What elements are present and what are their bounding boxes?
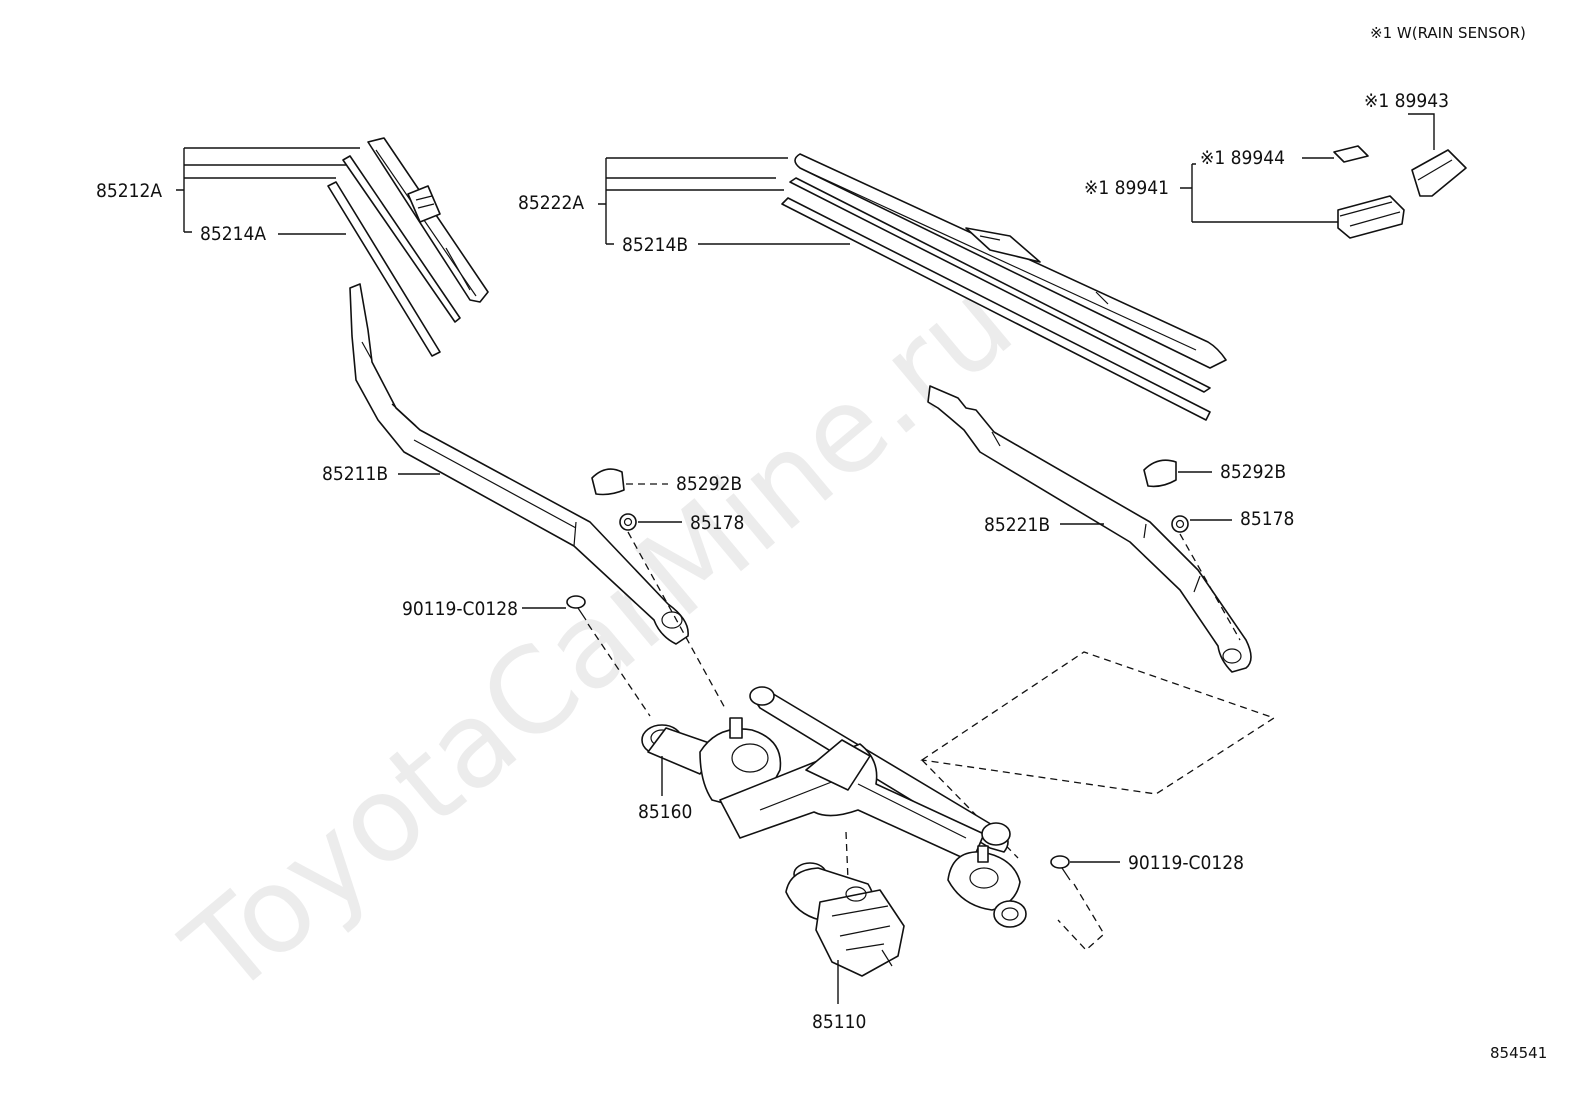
label-85160: 85160: [638, 801, 692, 823]
label-89943: ※1 89943: [1364, 90, 1449, 112]
label-85110: 85110: [812, 1011, 866, 1033]
sensor-cover-89943[interactable]: [1411, 149, 1467, 197]
label-90119-right: 90119-C0128: [1128, 852, 1244, 874]
bolt-90119-right[interactable]: [1050, 855, 1071, 881]
cap-85292B-left[interactable]: [591, 468, 625, 496]
label-90119-left: 90119-C0128: [402, 598, 518, 620]
bolt-90119-left[interactable]: [566, 595, 587, 621]
label-85214B: 85214B: [622, 234, 688, 256]
leader-89943: [1408, 113, 1435, 150]
label-85222A: 85222A: [518, 192, 584, 214]
left-wiper-blade[interactable]: [367, 137, 489, 303]
dash-nut-right: [1179, 533, 1241, 641]
diagram-number: 854541: [1490, 1044, 1547, 1062]
dash-motor-link: [845, 831, 849, 881]
wiper-motor-85110[interactable]: [785, 862, 905, 977]
label-85178-right: 85178: [1240, 508, 1294, 530]
wiper-link-85160[interactable]: [641, 686, 1027, 928]
dash-bolt-right: [1057, 883, 1105, 951]
label-85212A: 85212A: [96, 180, 162, 202]
watermark: ToyotaCarMine.ru: [159, 253, 1038, 1022]
dash-nut-left: [627, 531, 727, 711]
rain-sensor-89941[interactable]: [1337, 195, 1405, 239]
leader-85222A: [598, 157, 788, 245]
note-rain-sensor: ※1 W(RAIN SENSOR): [1370, 24, 1526, 42]
leader-85212A: [176, 147, 360, 233]
right-wiper-blade[interactable]: [794, 153, 1227, 369]
label-89944: ※1 89944: [1200, 147, 1285, 169]
nut-85178-left[interactable]: [619, 513, 637, 531]
label-85221B: 85221B: [984, 514, 1050, 536]
right-wiper-arm-85221B[interactable]: [927, 385, 1252, 673]
label-89941: ※1 89941: [1084, 177, 1169, 199]
label-85211B: 85211B: [322, 463, 388, 485]
dash-bolt-left: [587, 623, 651, 717]
cap-85292B-right[interactable]: [1143, 459, 1177, 488]
label-85214A: 85214A: [200, 223, 266, 245]
left-blade-rubber[interactable]: [327, 155, 461, 357]
right-blade-rubber[interactable]: [781, 177, 1211, 421]
leader-89941: [1180, 163, 1340, 223]
label-85292B-left: 85292B: [676, 473, 742, 495]
nut-85178-right[interactable]: [1171, 515, 1189, 533]
sensor-pad-89944[interactable]: [1333, 145, 1369, 163]
label-85178-left: 85178: [690, 512, 744, 534]
label-85292B-right: 85292B: [1220, 461, 1286, 483]
left-wiper-arm-85211B[interactable]: [349, 283, 689, 645]
